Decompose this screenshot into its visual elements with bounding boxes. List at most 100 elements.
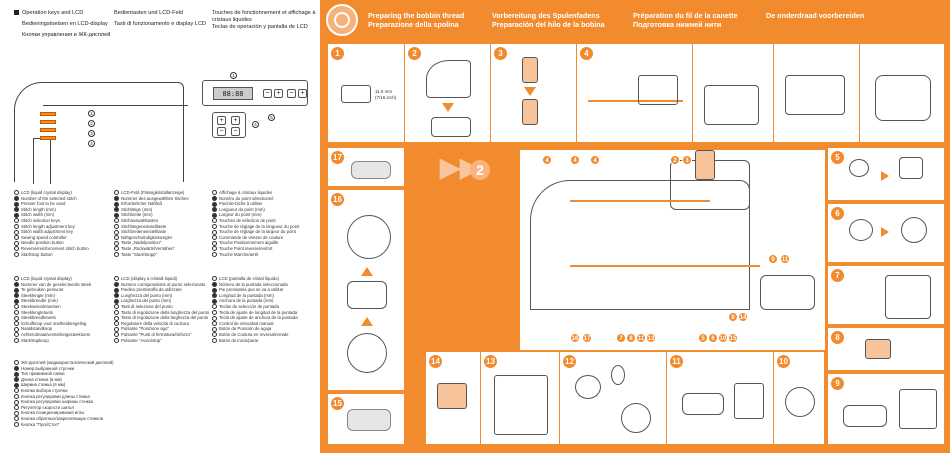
step-number-badge: 16 — [331, 193, 344, 206]
legend-es: LCD (pantalla de cristal líquido) Número… — [212, 276, 317, 343]
step-9-panel: 9 — [828, 374, 944, 444]
header-ru: Кнопки управления и ЖК-дисплей — [22, 32, 111, 38]
step-11-panel: 11 — [667, 352, 773, 444]
machine-outline-illustration — [14, 82, 188, 184]
legend-de: LCD-Feld (Flüssigkristallanzeige) Nummer… — [114, 190, 212, 257]
speed-control-illustration — [885, 275, 931, 319]
step-number-badge: 1 — [331, 47, 344, 60]
legend-ru: ЖК-дисплей (жидкокристаллический дисплей… — [14, 360, 164, 427]
needle-position-button[interactable]: − — [217, 127, 226, 136]
winder-top-illustration — [875, 75, 931, 121]
measurement-label: 11.5 mm(7/16 inch) — [375, 89, 397, 100]
step-number-badge: 10 — [777, 355, 790, 368]
callout-badge: 3 — [682, 155, 692, 165]
operation-keys-panel: Operation keys and LCD Bedieningstoetsen… — [0, 0, 320, 453]
step-7-panel: 7 — [828, 266, 944, 324]
step-number-badge: 13 — [484, 355, 497, 368]
power-switch-off-illustration — [437, 383, 467, 409]
callout-badge: 10 — [718, 333, 728, 343]
bobbin-logo-icon — [326, 4, 358, 36]
callout-badge: 15 — [728, 333, 738, 343]
step-4a-panel — [693, 44, 773, 142]
arrow-down-icon — [524, 87, 536, 96]
stitch-length-minus-button[interactable]: − — [263, 89, 272, 98]
arrow-right-icon — [881, 171, 889, 181]
step-14-panel: 14 — [426, 352, 480, 444]
legend-nl: LCD (liquid crystal display) Nummer van … — [14, 276, 112, 343]
callout-badge: 4 — [570, 155, 580, 165]
foot-pedal-release-illustration — [682, 393, 724, 415]
bobbin-cover-close-illustration — [347, 409, 391, 431]
arrow-right-icon — [881, 227, 889, 237]
step-2-panel: 2 — [405, 44, 490, 142]
bobbin-insert-illustration — [347, 281, 387, 309]
stitch-width-plus-button[interactable]: + — [298, 89, 307, 98]
reverse-stitch-button[interactable]: − — [231, 127, 240, 136]
stitch-key-highlight — [40, 120, 56, 124]
stitch-length-plus-button[interactable]: + — [274, 89, 283, 98]
step-number-badge: 8 — [831, 331, 844, 344]
callout-badge: 14 — [738, 312, 748, 322]
key-panel-detail: + + − − — [212, 112, 246, 138]
foot-controller-illustration — [760, 275, 815, 310]
bobbin-removal-illustration — [621, 403, 651, 433]
title-nl: De onderdraad voorbereiden — [766, 11, 865, 20]
header-col2: Bedientasten und LCD-Feld Tasti di funzi… — [114, 10, 214, 28]
step-number-badge: 5 — [831, 151, 844, 164]
arrow-up-icon — [361, 267, 373, 276]
stitch-select-up-button[interactable]: + — [217, 116, 226, 125]
step-number-badge: 7 — [831, 269, 844, 282]
scissors-icon — [611, 365, 625, 385]
header-de: Bedientasten und LCD-Feld — [114, 10, 184, 16]
machine-side-illustration — [494, 375, 548, 435]
stitch-select-down-button[interactable]: + — [231, 116, 240, 125]
spool-on-pin — [695, 150, 715, 180]
callout-badge: 4 — [590, 155, 600, 165]
callout-badge: 16 — [570, 333, 580, 343]
callout-number: 2 — [88, 120, 95, 127]
callout-number: 4 — [252, 121, 259, 128]
stitch-key-highlight — [40, 112, 56, 116]
thread-path — [588, 100, 683, 102]
step-10-panel: 10 — [774, 352, 824, 444]
callout-number: 5 — [268, 114, 275, 121]
step-15-panel: 15 — [328, 394, 404, 444]
callout-number: 4 — [88, 140, 95, 147]
step-number-badge: 2 — [408, 47, 421, 60]
step-4-panel: 4 — [577, 44, 692, 142]
callout-badge: 9 — [768, 254, 778, 264]
lcd-status-illustration — [899, 389, 937, 429]
thread-line — [570, 265, 760, 267]
header-col1: Operation keys and LCD Bedieningstoetsen… — [14, 10, 119, 39]
stitch-width-minus-button[interactable]: − — [287, 89, 296, 98]
header-it: Tasti di funzionamento e display LCD — [114, 21, 207, 27]
header-nl: Bedieningstoetsen en LCD-display — [22, 21, 108, 27]
header-es: Teclas de operación y pantalla de LCD — [212, 24, 308, 30]
callout-badge: 11 — [780, 254, 790, 264]
arrow-down-icon — [442, 103, 454, 112]
thread-line — [570, 200, 710, 202]
callout-badge: 17 — [582, 333, 592, 343]
bobbin-wound-illustration — [575, 375, 601, 399]
step-17-panel: 17 — [328, 148, 404, 186]
stitch-key-highlight — [40, 136, 56, 140]
step-8-panel: 8 — [828, 328, 944, 370]
step-number-badge: 12 — [563, 355, 576, 368]
machine-main-illustration — [520, 150, 825, 350]
callout-badge: 4 — [542, 155, 552, 165]
thread-path-closeup — [785, 75, 845, 115]
bobbin-icon — [849, 159, 869, 177]
step-1-panel: 1 11.5 mm(7/16 inch) — [328, 44, 404, 142]
spool-illustration — [522, 99, 538, 125]
step-number-badge: 6 — [831, 207, 844, 220]
step-number-badge: 17 — [331, 151, 344, 164]
callout-badge: 2 — [670, 155, 680, 165]
legend-it: LCD (display a cristalli liquidi) Numero… — [114, 276, 212, 343]
step-5-panel: 5 — [828, 148, 944, 200]
callout-badge: 5 — [698, 333, 708, 343]
winder-shaft-illustration — [899, 157, 923, 179]
machine-top-illustration — [426, 60, 471, 98]
lcd-display: 88:88 — [213, 87, 253, 100]
